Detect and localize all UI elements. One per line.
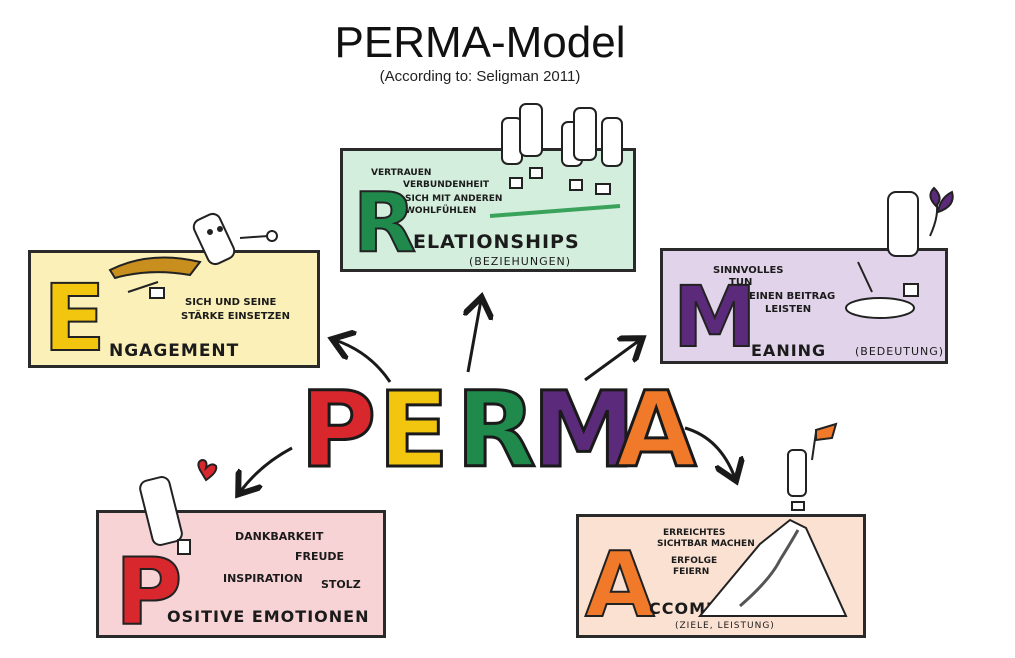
positive-note-2: FREUDE [295,550,345,563]
accomplishment-letter: A [584,533,656,638]
engagement-letter: E [42,265,107,372]
meaning-note-3: EINEN BEITRAG [749,291,836,302]
perma-letter-m: M [531,369,637,491]
card-positive-emotions: P DANKBARKEIT FREUDE INSPIRATION STOLZ O… [96,510,386,646]
meaning-letter: M [672,268,758,366]
relationships-letter: R [352,176,417,271]
engagement-word: NGAGEMENT [109,341,240,361]
relationships-note-1: VERTRAUEN [371,168,432,178]
engagement-note-2: STÄRKE EINSETZEN [181,311,290,322]
arrow-to-positive [240,446,293,492]
accomplishment-note-3: ERFOLGE [671,556,718,566]
superhero-figure-icon [108,212,278,299]
perma-letter-a: A [615,369,698,491]
card-accomplishment: ERREICHTES SICHTBAR MACHEN ERFOLGE FEIER… [576,514,866,638]
arrow-to-meaning [584,340,640,382]
perma-word: P E R M A [298,369,700,491]
happy-figure-heart-icon [139,458,218,555]
meaning-note-1: SINNVOLLES [713,265,784,276]
perma-letter-r: R [454,369,537,491]
arrow-to-accomplishment [684,426,735,478]
arrow-to-relationships [468,300,481,373]
meaning-word: EANING [751,341,827,360]
engagement-note-1: SICH UND SEINE [185,297,277,308]
plant-figure-icon [845,186,954,319]
relationships-note-2: VERBUNDENHEIT [403,180,490,190]
positive-word: OSITIVE EMOTIONEN [167,607,370,626]
accomplishment-note-2: SICHTBAR MACHEN [657,539,755,549]
card-engagement: E NGAGEMENT SICH UND SEINE STÄRKE EINSET… [28,250,320,368]
accomplishment-note-1: ERREICHTES [663,528,726,538]
arrow-to-engagement [335,340,392,383]
group-figures-icon [489,103,623,218]
relationships-note-3: SICH MIT ANDEREN [405,194,503,204]
page-title: PERMA-Model [334,18,626,67]
relationships-word: ELATIONSHIPS [413,231,580,253]
accomplishment-sub: (ZIELE, LEISTUNG) [675,621,775,631]
mountain-flag-icon [697,422,848,617]
positive-note-4: STOLZ [321,578,361,591]
positive-letter: P [114,539,183,646]
perma-letter-p: P [298,369,377,491]
page-subtitle: (According to: Seligman 2011) [379,68,581,85]
relationships-note-4: WOHLFÜHLEN [405,206,477,216]
meaning-note-4: LEISTEN [765,304,812,315]
card-meaning: M SINNVOLLES TUN EINEN BEITRAG LEISTEN E… [660,248,948,364]
positive-note-3: INSPIRATION [223,572,303,585]
positive-note-1: DANKBARKEIT [235,530,324,543]
meaning-note-2: TUN [729,277,753,288]
meaning-sub: (BEDEUTUNG) [855,345,945,358]
perma-letter-e: E [376,369,450,491]
accomplishment-note-4: FEIERN [673,567,710,577]
relationships-sub: (BEZIEHUNGEN) [469,255,572,268]
